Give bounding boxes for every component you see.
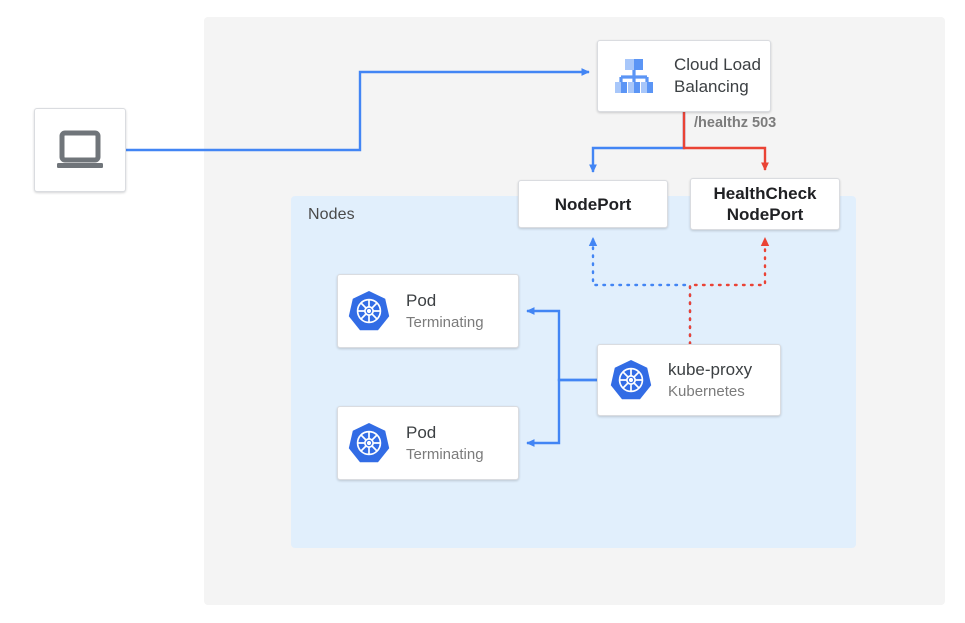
healthcheck-nodeport-title-line2: NodePort [726, 205, 804, 224]
pod-top-status: Terminating [406, 313, 484, 331]
kubernetes-icon [608, 357, 654, 403]
pod-top-text: Pod Terminating [406, 290, 484, 333]
pod-top-title: Pod [406, 290, 437, 310]
cloud-load-balancing-icon [608, 50, 660, 102]
kubernetes-icon [346, 420, 392, 466]
kubernetes-icon [346, 288, 392, 334]
kube-proxy-subtitle: Kubernetes [668, 382, 745, 400]
cloud-load-balancing-box: Cloud Load Balancing [597, 40, 771, 112]
pod-top-box: Pod Terminating [337, 274, 519, 348]
cloud-load-balancing-title-line1: Cloud Load [674, 55, 761, 74]
kube-proxy-title: kube-proxy [668, 359, 753, 379]
healthcheck-nodeport-title-line1: HealthCheck [713, 184, 817, 203]
nodes-region-label: Nodes [308, 206, 355, 223]
nodeport-box: NodePort [518, 180, 668, 228]
pod-bottom-box: Pod Terminating [337, 406, 519, 480]
client-box [34, 108, 126, 192]
pod-bottom-title: Pod [406, 422, 437, 442]
pod-bottom-text: Pod Terminating [406, 422, 484, 465]
laptop-icon [52, 122, 108, 178]
kube-proxy-box: kube-proxy Kubernetes [597, 344, 781, 416]
healthcheck-nodeport-text: HealthCheck NodePort [714, 183, 817, 225]
cloud-load-balancing-text: Cloud Load Balancing [674, 54, 761, 98]
healthcheck-nodeport-box: HealthCheck NodePort [690, 178, 840, 230]
nodeport-text: NodePort [555, 194, 632, 215]
pod-bottom-status: Terminating [406, 445, 484, 463]
healthz-503-label: /healthz 503 [694, 115, 777, 131]
cloud-load-balancing-title-line2: Balancing [674, 77, 749, 96]
nodeport-title: NodePort [554, 194, 632, 214]
kube-proxy-text: kube-proxy Kubernetes [668, 359, 752, 402]
